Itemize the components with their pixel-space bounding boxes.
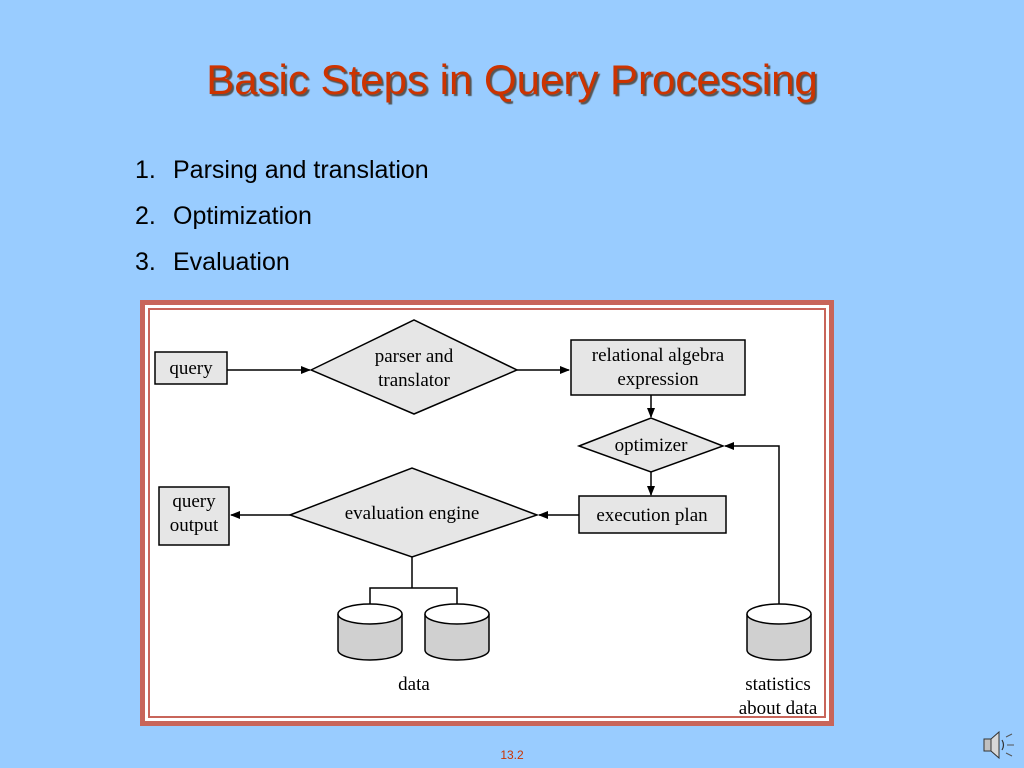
step-label: Optimization (173, 202, 312, 230)
query-output-label-line1: query (172, 491, 216, 512)
step-item: 1. Parsing and translation (135, 152, 429, 198)
step-label: Parsing and translation (173, 156, 429, 184)
speaker-icon[interactable] (982, 728, 1016, 762)
database-icon (424, 603, 490, 661)
relational-algebra-box (570, 339, 746, 396)
step-item: 2. Optimization (135, 198, 429, 244)
evaluation-engine-diamond (287, 467, 540, 558)
parser-translator-diamond (309, 319, 519, 415)
query-label: query (169, 358, 213, 379)
database-icon (337, 603, 403, 661)
data-label: data (398, 674, 430, 695)
connector-data-branch (369, 587, 458, 604)
query-output-label-line2: output (170, 515, 219, 536)
arrow-statistics-to-optimizer (724, 442, 780, 604)
parser-label-line2: translator (378, 370, 450, 391)
optimizer-diamond (576, 417, 726, 473)
execution-plan-label: execution plan (596, 505, 708, 526)
evaluation-engine-label: evaluation engine (345, 503, 480, 524)
statistics-database-icon (746, 603, 812, 661)
query-output-box (158, 486, 230, 546)
slide-number: 13.2 (500, 748, 524, 762)
slide-title: Basic Steps in Query Processing (206, 56, 818, 103)
statistics-label-line1: statistics (745, 674, 810, 695)
parser-label-line1: parser and (375, 346, 454, 367)
step-item: 3. Evaluation (135, 244, 429, 290)
step-label: Evaluation (173, 248, 290, 276)
statistics-label-line2: about data (739, 698, 818, 719)
step-number: 3. (135, 248, 156, 276)
optimizer-label: optimizer (615, 435, 688, 456)
step-number: 2. (135, 202, 156, 230)
relational-algebra-label-line1: relational algebra (592, 345, 725, 366)
steps-list: 1. Parsing and translation 2. Optimization… (135, 152, 429, 290)
relational-algebra-label-line2: expression (617, 369, 699, 390)
step-number: 1. (135, 156, 156, 184)
query-box (154, 351, 228, 385)
